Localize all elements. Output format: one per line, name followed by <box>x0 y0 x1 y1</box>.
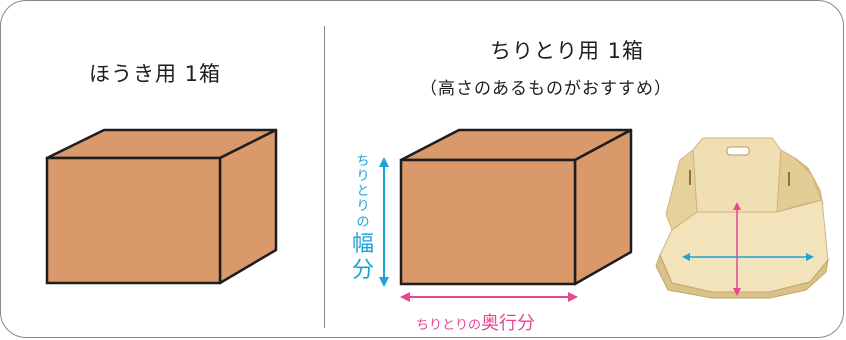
depth-arrow <box>400 292 578 302</box>
width-label-char: ち <box>356 154 370 169</box>
width-label-char: と <box>356 184 370 199</box>
broom-box-illustration <box>45 128 278 285</box>
dustpan-box-subtitle: （高さのあるものがおすすめ） <box>420 79 672 99</box>
dustpan-illustration <box>655 137 829 299</box>
dustpan-box-title: ちりとり用 1箱 <box>490 39 645 63</box>
broom-box-title: ほうき用 1箱 <box>89 62 222 86</box>
panel-divider <box>324 26 325 328</box>
width-label-char: の <box>356 215 370 230</box>
depth-label-prefix: ちりとりの <box>416 318 482 333</box>
dustpan-box-illustration <box>399 128 633 286</box>
dustpan-box-front <box>399 158 577 286</box>
width-label-char: り <box>356 169 370 184</box>
broom-box-front <box>45 156 222 285</box>
depth-label-main: 奥行分 <box>481 313 536 334</box>
width-arrow <box>379 157 389 287</box>
width-label-big: 幅 <box>351 232 374 257</box>
width-label-big: 分 <box>351 258 374 283</box>
width-label-char: り <box>356 199 370 214</box>
depth-label: ちりとりの奥行分 <box>416 309 535 335</box>
broom-box-side <box>218 128 278 285</box>
